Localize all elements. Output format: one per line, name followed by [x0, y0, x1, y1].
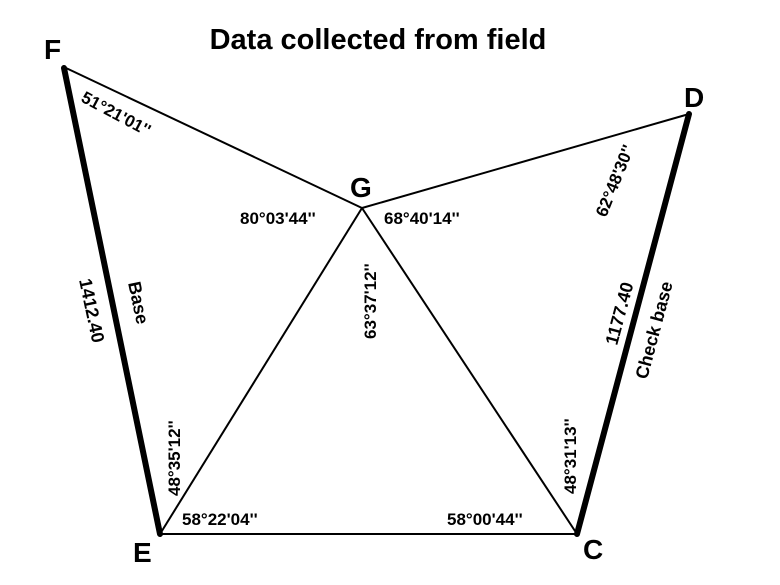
- line-FG: [65, 67, 363, 209]
- angle-label-G-bottom: 63°37'12'': [361, 263, 380, 339]
- point-label-C: C: [583, 534, 603, 565]
- point-label-E: E: [133, 537, 152, 568]
- line-GC: [361, 207, 578, 535]
- point-label-G: G: [350, 172, 372, 203]
- check-base-line-DC: [574, 111, 692, 537]
- angle-label-G-right: 68°40'14'': [384, 209, 460, 228]
- base-line-FE: [61, 65, 163, 537]
- angle-label-F: 51°21'01'': [78, 88, 154, 140]
- angle-label-G-left: 80°03'44'': [240, 209, 316, 228]
- angle-label-C-left: 58°00'44'': [447, 510, 523, 529]
- line-GD: [361, 113, 690, 209]
- diagram-title: Data collected from field: [210, 24, 547, 56]
- point-label-D: D: [684, 82, 704, 113]
- point-label-F: F: [44, 34, 61, 65]
- angle-label-D: 62°48'30'': [592, 142, 638, 219]
- angle-label-E-right: 58°22'04'': [182, 510, 258, 529]
- base-label: Base: [124, 280, 153, 326]
- line-GE: [159, 207, 363, 535]
- angle-label-C-top: 48°31'13'': [561, 418, 580, 494]
- angle-label-E-top: 48°35'12'': [165, 420, 184, 496]
- base-length-label: 1412.40: [75, 277, 108, 345]
